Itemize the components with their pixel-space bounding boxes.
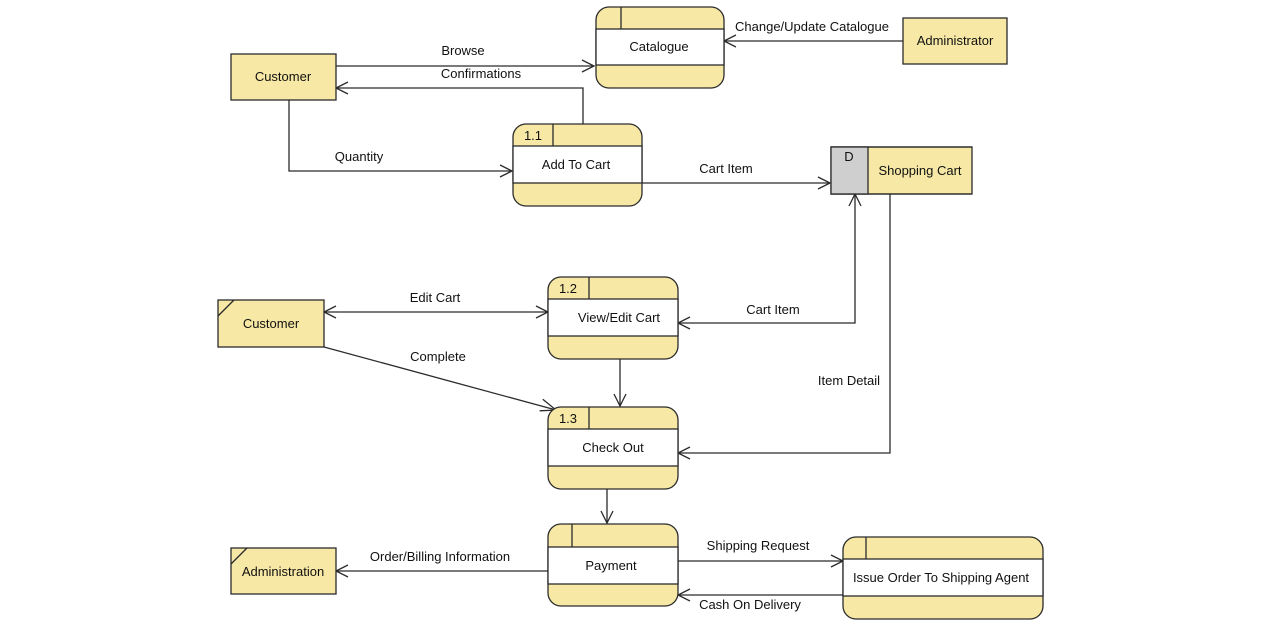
process-view-edit-cart-id: 1.2 [559,281,577,296]
process-catalogue[interactable]: Catalogue [595,6,725,89]
entity-customer-2[interactable]: Customer [217,299,325,348]
entity-administration-label: Administration [242,564,324,579]
flow-label-edit-cart: Edit Cart [410,290,461,305]
entity-customer-1[interactable]: Customer [230,53,337,101]
process-check-out[interactable]: 1.3 Check Out [547,406,679,490]
entity-administrator[interactable]: Administrator [902,17,1008,65]
process-issue-order[interactable]: Issue Order To Shipping Agent [842,536,1044,620]
data-store-shopping-cart[interactable]: D Shopping Cart [830,146,973,195]
process-view-edit-cart[interactable]: 1.2 View/Edit Cart [547,276,679,360]
process-catalogue-name: Catalogue [629,39,688,54]
data-store-name: Shopping Cart [878,163,961,178]
flow-label-quantity: Quantity [335,149,384,164]
flow-view-to-checkout[interactable] [613,359,627,408]
process-payment[interactable]: Payment [547,523,679,607]
process-add-to-cart-id: 1.1 [524,128,542,143]
flow-label-cart-item-1: Cart Item [699,161,752,176]
flow-change-update-catalogue[interactable] [722,34,903,48]
process-check-out-id: 1.3 [559,411,577,426]
entity-customer-1-label: Customer [255,69,312,84]
process-payment-name: Payment [585,558,637,573]
process-check-out-name: Check Out [582,440,644,455]
duplicate-mark [217,299,235,317]
entity-customer-2-label: Customer [243,316,300,331]
flow-quantity[interactable] [288,100,514,178]
flow-cart-item-to-store[interactable] [642,176,832,190]
flow-label-complete: Complete [410,349,466,364]
flow-item-detail[interactable] [676,194,891,460]
flow-label-cart-item-2: Cart Item [746,302,799,317]
flow-label-item-detail: Item Detail [818,373,880,388]
process-add-to-cart-name: Add To Cart [542,157,611,172]
process-view-edit-cart-name: View/Edit Cart [578,310,661,325]
duplicate-mark [230,547,248,565]
entity-administrator-label: Administrator [917,33,994,48]
process-add-to-cart[interactable]: 1.1 Add To Cart [512,123,643,207]
flow-edit-cart[interactable] [322,305,550,319]
flow-label-order-billing: Order/Billing Information [370,549,510,564]
flow-confirmations[interactable] [334,81,584,124]
flow-label-cash-on-delivery: Cash On Delivery [699,597,801,612]
flow-label-confirmations: Confirmations [441,66,522,81]
entity-administration[interactable]: Administration [230,547,337,595]
flow-label-shipping-request: Shipping Request [707,538,810,553]
flow-order-billing[interactable] [334,564,548,578]
flow-label-browse: Browse [441,43,484,58]
data-store-id: D [844,149,853,164]
flow-label-change-update-catalogue: Change/Update Catalogue [735,19,889,34]
flow-shipping-request[interactable] [678,554,845,568]
flow-browse[interactable] [336,59,596,73]
process-issue-order-name: Issue Order To Shipping Agent [853,570,1029,585]
flow-checkout-to-payment[interactable] [600,489,614,525]
